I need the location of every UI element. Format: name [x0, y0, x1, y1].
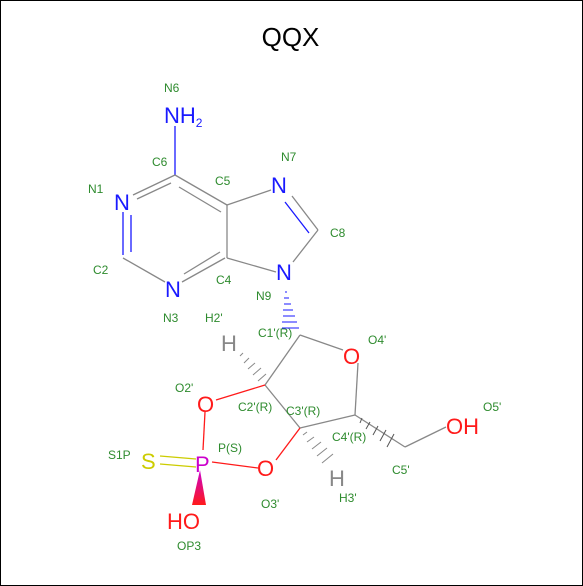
hash-wedge-c2p-h2p — [239, 352, 267, 382]
bond-c2p-c1p — [264, 334, 301, 386]
label-n7: N7 — [281, 150, 297, 164]
bond-n7-c8 — [291, 195, 319, 231]
label-c3p: C3'(R) — [286, 404, 320, 418]
bond-n3-c4 — [181, 257, 226, 283]
bond-c4p-c3p — [299, 414, 356, 429]
bond-c6-n1-double — [136, 182, 172, 200]
bond-n7-c8-double — [284, 201, 310, 234]
atom-h3p: H — [329, 466, 345, 491]
bond-s-p-double — [159, 463, 197, 468]
wedge-p-op3 — [192, 470, 206, 505]
label-op3: OP3 — [177, 539, 201, 553]
label-o2p: O2' — [175, 381, 193, 395]
atom-o4p: O — [343, 344, 360, 369]
atom-o3p: O — [257, 456, 274, 481]
atom-hop3: HO — [167, 509, 200, 534]
atom-nh2: NH2 — [164, 103, 203, 130]
bond-n3-c4-double — [183, 251, 221, 275]
label-n3: N3 — [163, 311, 179, 325]
label-o3p: O3' — [261, 497, 279, 511]
atom-n9: N — [276, 260, 292, 285]
bond-c5p-o5p — [404, 426, 447, 448]
label-c5p: C5' — [392, 463, 410, 477]
hash-wedge-c3p-h3p — [302, 431, 334, 464]
label-o5p: O5' — [483, 400, 501, 414]
atom-s: S — [141, 449, 156, 474]
bond-c5-n7 — [226, 189, 272, 206]
label-h3p: H3' — [339, 491, 357, 505]
bond-c8-n9 — [292, 229, 319, 263]
bond-c5-c6-double — [178, 186, 222, 213]
label-s1p: S1P — [108, 448, 131, 462]
hash-wedge-n9-c1p — [282, 291, 299, 329]
atom-oh5p: OH — [446, 414, 479, 439]
hash-wedge-c4p-c5p — [359, 417, 395, 448]
atom-h2p: H — [221, 331, 237, 356]
label-o4p: O4' — [368, 333, 386, 347]
label-c2: C2 — [93, 263, 109, 277]
label-c1p: C1'(R) — [258, 326, 292, 340]
bond-c4p-c5p — [354, 414, 406, 448]
label-c4: C4 — [216, 273, 232, 287]
bonds — [122, 126, 447, 469]
label-c6: C6 — [152, 155, 168, 169]
bond-c1-o4 — [299, 334, 344, 351]
bond-o3p-p — [211, 461, 259, 469]
molecule-title: QQX — [261, 22, 320, 52]
label-h2p: H2' — [205, 311, 223, 325]
bond-n9-c4 — [226, 257, 277, 273]
atom-o2p: O — [197, 392, 214, 417]
label-n6: N6 — [164, 81, 180, 95]
bond-c5-c6 — [174, 174, 228, 206]
atom-symbols: NH2 N N N N O O O OH HO S P H H — [114, 103, 479, 534]
bond-s-p — [159, 455, 197, 460]
label-c5: C5 — [215, 174, 231, 188]
label-n1: N1 — [88, 182, 104, 196]
label-c8: C8 — [330, 226, 346, 240]
atom-n3: N — [165, 277, 181, 302]
bond-o4-c4p — [354, 362, 359, 416]
atom-labels: N6 C6 N1 C5 N7 C8 C2 C4 N9 N3 H2' C1'(R)… — [88, 81, 501, 553]
bond-c3p-c2p — [264, 384, 301, 429]
label-ps: P(S) — [218, 441, 242, 455]
atom-p: P — [195, 452, 210, 477]
bond-c2p-o2p — [215, 384, 266, 401]
bond-c6-n1 — [132, 174, 176, 196]
label-n9: N9 — [256, 289, 272, 303]
label-c4p: C4'(R) — [332, 430, 366, 444]
atom-n7: N — [271, 173, 287, 198]
bond-o2p-p — [202, 411, 206, 451]
label-c2p: C2'(R) — [238, 400, 272, 414]
atom-n1: N — [114, 190, 130, 215]
bond-c2-n3 — [122, 257, 166, 283]
bond-c3p-o3p — [275, 427, 301, 461]
